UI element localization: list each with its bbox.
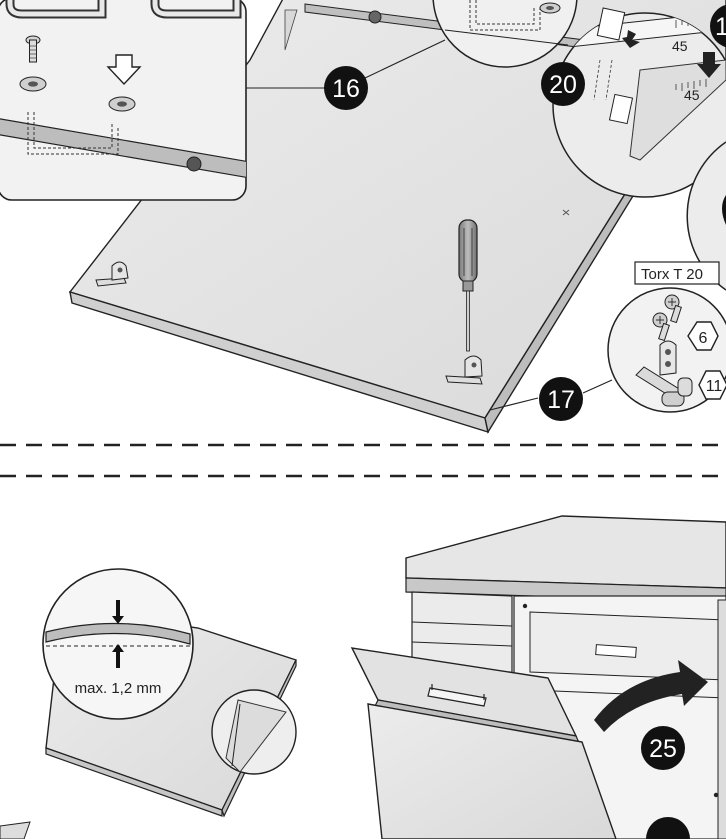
hinge-part (635, 340, 693, 407)
svg-text:6: 6 (699, 330, 708, 347)
arrow-down-icon (112, 600, 124, 624)
max-gap-label: max. 1,2 mm (75, 680, 162, 697)
gap-detail-circle: max. 1,2 mm (42, 568, 194, 720)
washer-left (19, 76, 47, 92)
svg-text:11: 11 (706, 378, 723, 395)
panel-corner-partial (0, 821, 31, 839)
leader-lines (246, 39, 613, 411)
arrow-down-icon (697, 52, 721, 78)
hinge-bracket-right (445, 355, 483, 385)
measure-label-bottom: 45 (684, 87, 700, 103)
step-badge-17: 17 (539, 377, 583, 421)
svg-text:20: 20 (549, 71, 577, 99)
hex-label-6: 6 (687, 321, 719, 351)
door-front (350, 647, 617, 839)
screw-icon (664, 294, 682, 324)
screw-icon (25, 35, 41, 63)
door-handle (427, 684, 487, 707)
step-badge-partial: 1 (710, 4, 726, 48)
svg-text:17: 17 (547, 386, 575, 414)
detail-circle-measure: 45 45 (552, 7, 726, 198)
arrow-down-icon (622, 30, 640, 48)
step-badge-16: 16 (324, 66, 368, 110)
washer-right (108, 96, 136, 112)
edge-detail-circle (211, 689, 297, 775)
measure-label-top: 45 (672, 38, 688, 54)
svg-text:25: 25 (649, 735, 677, 763)
hex-label-11: 11 (698, 370, 726, 400)
torx-detail-circle: 6 11 (607, 287, 726, 413)
svg-text:16: 16 (332, 75, 360, 103)
section-divider (0, 443, 726, 478)
arrow-down-icon (106, 54, 142, 86)
curved-arrow-icon (594, 660, 708, 732)
arrow-up-icon (112, 644, 124, 668)
step-badge-25: 25 (641, 726, 685, 770)
hinge-bracket-left (95, 261, 129, 287)
screw-detail-inset (0, 0, 247, 201)
step-badge-20: 20 (541, 62, 585, 106)
torx-label-box: Torx T 20 (634, 261, 720, 285)
screw-icon (652, 312, 670, 342)
detail-circle-top (432, 0, 578, 68)
step-badge-partial-bottom (646, 817, 690, 839)
screwdriver (458, 219, 478, 352)
torx-label: Torx T 20 (641, 266, 703, 283)
svg-text:1: 1 (715, 13, 726, 41)
